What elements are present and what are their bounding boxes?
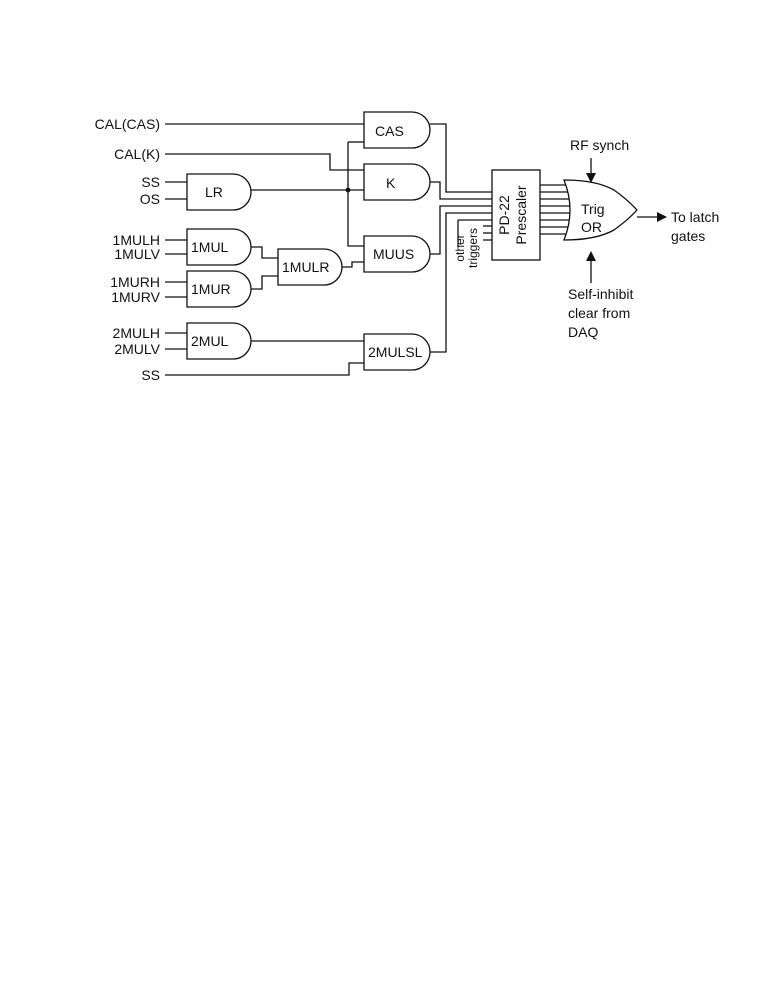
input-ss-2: SS [141, 367, 160, 383]
gate-1mur-label: 1MUR [191, 281, 231, 297]
input-2mulv: 2MULV [114, 341, 160, 357]
gate-cas: CAS [363, 111, 431, 149]
trig-or-gate: Trig OR [563, 179, 638, 241]
prescaler-box: PD-22 Prescaler [491, 169, 541, 261]
input-1murv: 1MURV [111, 289, 160, 305]
svg-text:other: other [453, 234, 467, 261]
gate-1mul: 1MUL [186, 228, 252, 266]
input-1mulh: 1MULH [113, 232, 160, 248]
input-wires [165, 123, 364, 376]
output-arrow [637, 212, 667, 222]
gate-muus: MUUS [363, 235, 431, 273]
self-inhibit-label-line3: DAQ [568, 324, 598, 340]
other-triggers-label: other triggers [453, 228, 480, 268]
gate-lr: LR [186, 173, 252, 211]
gate-1mul-label: 1MUL [191, 239, 229, 255]
gate-1mulr-label: 1MULR [282, 259, 329, 275]
input-1mulv: 1MULV [114, 246, 160, 262]
output-label-line2: gates [671, 228, 705, 244]
gate-1mulr: 1MULR [277, 248, 343, 286]
rf-synch-label: RF synch [570, 137, 629, 153]
svg-text:triggers: triggers [466, 228, 480, 268]
prescaler-label-line1: PD-22 [496, 195, 512, 235]
output-label-line1: To latch [671, 209, 719, 225]
self-inhibit-label-line2: clear from [568, 305, 630, 321]
input-1murh: 1MURH [110, 274, 160, 290]
gate-1mur: 1MUR [186, 270, 252, 308]
gate-k-label: K [386, 175, 396, 191]
gate-k: K [363, 163, 431, 201]
trig-or-label-line1: Trig [581, 201, 605, 217]
trig-or-label-line2: OR [581, 219, 602, 235]
gate-2mulsl: 2MULSL [363, 333, 431, 371]
input-cal-cas: CAL(CAS) [95, 116, 160, 132]
gate-2mulsl-label: 2MULSL [368, 344, 423, 360]
input-ss-1: SS [141, 174, 160, 190]
gate-2mul-label: 2MUL [191, 333, 229, 349]
prescaler-label-line2: Prescaler [513, 185, 529, 244]
internal-wires [251, 123, 572, 353]
gate-lr-label: LR [205, 184, 223, 200]
input-os: OS [140, 191, 160, 207]
junction-dot [345, 187, 351, 193]
gate-muus-label: MUUS [373, 246, 414, 262]
input-cal-k: CAL(K) [114, 146, 160, 162]
gate-cas-label: CAS [375, 123, 404, 139]
rf-synch-arrow [586, 158, 596, 183]
self-inhibit-label-line1: Self-inhibit [568, 286, 633, 302]
self-inhibit-arrow [586, 251, 596, 283]
input-2mulh: 2MULH [113, 325, 160, 341]
gate-2mul: 2MUL [186, 322, 252, 360]
